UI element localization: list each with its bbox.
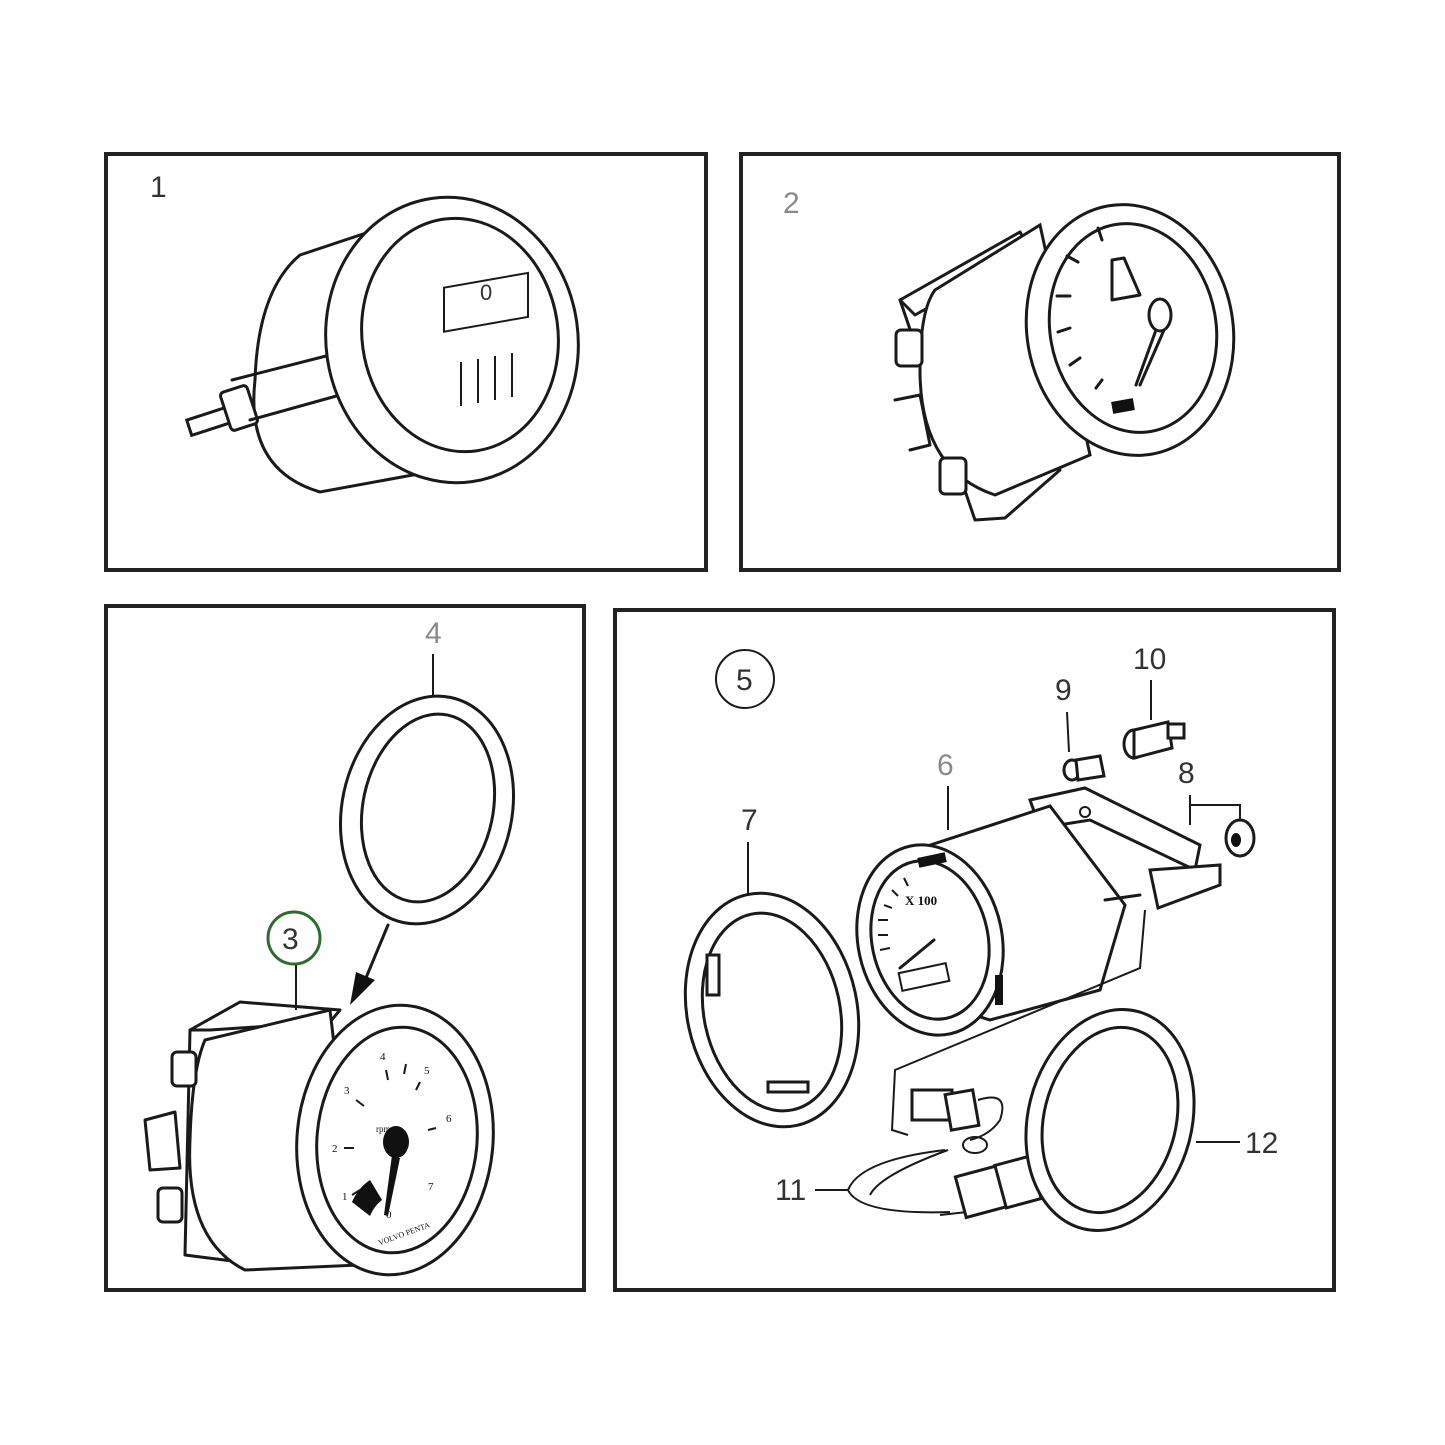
callout-5: 5 bbox=[736, 664, 753, 697]
tacho-6-scale-ticks bbox=[878, 877, 909, 951]
callout-3-ring bbox=[266, 910, 322, 966]
callout-7: 7 bbox=[741, 804, 758, 837]
fuel-pump-icon bbox=[1110, 256, 1142, 302]
bezel-ring-tab-left bbox=[705, 953, 721, 997]
bulb-holder-tab bbox=[1166, 722, 1186, 740]
tacho-6-scale: X 100 bbox=[905, 893, 937, 908]
bulb-holder bbox=[1122, 720, 1186, 760]
panel-3: 4 3 0 1 bbox=[104, 604, 586, 1292]
harness-leader bbox=[890, 909, 1146, 1136]
fuel-gauge-bezel bbox=[1024, 203, 1236, 457]
fuel-gauge bbox=[893, 203, 1236, 522]
callout-6: 6 bbox=[937, 749, 954, 782]
tacho-6-face bbox=[869, 859, 991, 1021]
callout-9: 9 bbox=[1055, 674, 1072, 707]
callout-10: 10 bbox=[1133, 643, 1166, 676]
assembly-arrow-head bbox=[350, 972, 375, 1005]
glass-ring bbox=[338, 694, 516, 926]
tacho-6-clip-top bbox=[917, 852, 947, 868]
fuel-gauge-empty-mark bbox=[1111, 398, 1135, 414]
glass-12 bbox=[1024, 1008, 1196, 1232]
glass-ring-inner bbox=[359, 712, 497, 904]
hour-meter-nut bbox=[219, 384, 259, 432]
fuel-gauge-nut-top bbox=[894, 328, 924, 368]
fuel-gauge-terminal bbox=[893, 393, 932, 452]
tacho-tick-1: 1 bbox=[342, 1191, 348, 1203]
bulb bbox=[1062, 754, 1106, 782]
tacho-tick-0: 0 bbox=[386, 1209, 392, 1221]
callout-3: 3 bbox=[282, 923, 299, 956]
callout-12: 12 bbox=[1245, 1127, 1278, 1160]
tacho-bracket-top bbox=[188, 1000, 342, 1032]
hour-meter-counter bbox=[443, 271, 529, 406]
tacho-nut-top bbox=[170, 1050, 198, 1088]
tacho-tick-5: 5 bbox=[424, 1065, 430, 1077]
tacho-low-zone bbox=[352, 1180, 382, 1216]
bezel-ring-outer bbox=[683, 891, 861, 1129]
harness-wire-loop bbox=[969, 1096, 1004, 1141]
wiring-harness bbox=[846, 1088, 1043, 1220]
tacho-needle-hub bbox=[383, 1126, 409, 1158]
assembly-arrow-shaft bbox=[361, 923, 390, 987]
harness-wire-main bbox=[846, 1149, 951, 1214]
bezel-ring-inner bbox=[700, 911, 844, 1113]
callout-8-leader bbox=[1189, 795, 1241, 825]
tacho-needle bbox=[384, 1155, 400, 1216]
hour-meter-face bbox=[360, 216, 560, 454]
fuel-gauge-needle-hub bbox=[1147, 297, 1173, 333]
tacho-nut-bottom bbox=[156, 1186, 184, 1224]
glass-12-outer bbox=[1024, 1008, 1196, 1232]
harness-wire-coil bbox=[962, 1136, 988, 1154]
callout-4: 4 bbox=[425, 617, 442, 650]
bezel-ring-tab-bottom bbox=[766, 1080, 810, 1094]
callout-8: 8 bbox=[1178, 757, 1195, 790]
tacho-tick-4: 4 bbox=[380, 1051, 386, 1063]
glass-ring-outer bbox=[338, 694, 516, 926]
bezel-ring bbox=[683, 891, 861, 1129]
tacho-tick-labels: 0 1 2 3 4 5 6 7 bbox=[332, 1051, 452, 1221]
tacho-6-needle bbox=[898, 938, 936, 970]
tacho-unit: rpm bbox=[376, 1124, 391, 1134]
bulb-holder-body bbox=[1132, 720, 1174, 760]
tacho-tick-7: 7 bbox=[428, 1181, 434, 1193]
tachometer: 0 1 2 3 4 5 6 7 rpm bbox=[143, 1000, 495, 1277]
tacho-terminal bbox=[143, 1110, 182, 1172]
tacho-6: X 100 bbox=[855, 804, 1142, 1037]
tacho-face bbox=[315, 1025, 479, 1255]
glass-12-inner bbox=[1040, 1025, 1180, 1215]
tacho-tick-3: 3 bbox=[344, 1085, 350, 1097]
knurled-nut-hole bbox=[1231, 833, 1241, 847]
panel-4: 5 10 9 6 8 bbox=[613, 608, 1336, 1292]
fuel-gauge-face bbox=[1047, 222, 1219, 434]
callout-9-leader bbox=[1066, 711, 1070, 753]
tacho-6-stud bbox=[1103, 893, 1142, 902]
bracket-hole bbox=[1079, 806, 1091, 818]
callout-1: 1 bbox=[150, 171, 167, 204]
callout-2: 2 bbox=[783, 187, 800, 220]
callout-5-ring bbox=[715, 649, 775, 709]
fuel-gauge-ticks bbox=[1055, 226, 1104, 390]
mounting-bracket-foot bbox=[1148, 863, 1222, 911]
panel-2: 2 bbox=[739, 152, 1341, 572]
tacho-tick-6: 6 bbox=[446, 1113, 452, 1125]
hour-meter-indicator: 0 bbox=[480, 280, 492, 305]
fuel-gauge-nut-bottom bbox=[938, 456, 968, 496]
tacho-6-display bbox=[897, 962, 951, 992]
hour-meter-gauge: 0 bbox=[184, 195, 580, 494]
bulb-base bbox=[1074, 754, 1106, 782]
callout-11: 11 bbox=[775, 1174, 806, 1207]
fuel-gauge-needle bbox=[1134, 328, 1166, 387]
connector-small-body bbox=[943, 1088, 981, 1132]
tacho-ticks bbox=[344, 1063, 437, 1196]
panel-1: 1 0 bbox=[104, 152, 708, 572]
tacho-tick-2: 2 bbox=[332, 1143, 338, 1155]
tacho-6-clip-side bbox=[995, 975, 1003, 1005]
